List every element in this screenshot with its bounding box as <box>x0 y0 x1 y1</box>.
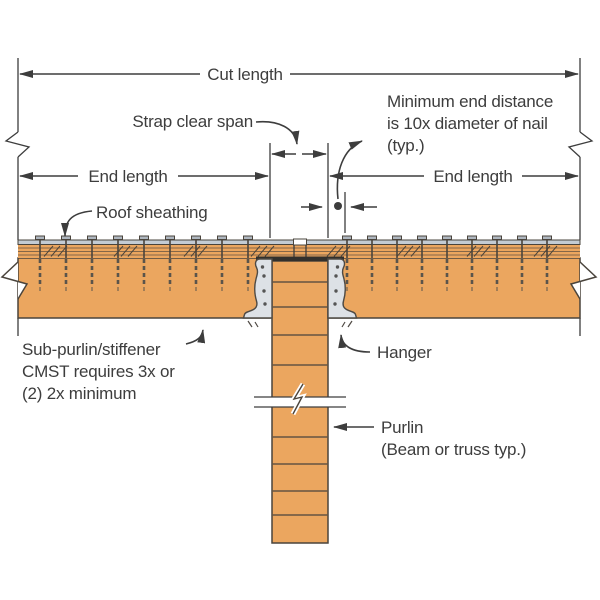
nail-icon <box>113 235 123 291</box>
nails-right <box>342 235 552 291</box>
sub-purlin-right <box>327 257 581 319</box>
callout-sub-purlin: Sub-purlin/stiffener CMST requires 3x or… <box>22 329 206 403</box>
hanger-foot-ticks <box>247 320 353 328</box>
purlin-label-line2: (Beam or truss typ.) <box>381 440 526 459</box>
min-end-distance-label-line2: is 10x diameter of nail <box>387 114 548 133</box>
strap-span-reference-lines <box>269 143 346 238</box>
nail-icon <box>165 235 175 291</box>
member-break-right <box>569 261 598 300</box>
cut-length-label: Cut length <box>207 65 283 84</box>
end-length-left-label: End length <box>88 167 167 186</box>
dimension-cut-length: Cut length <box>19 65 579 84</box>
nail-reference-dot <box>334 202 342 210</box>
purlin-laminations <box>272 281 328 516</box>
min-end-distance-label-line1: Minimum end distance <box>387 92 553 111</box>
callout-roof-sheathing: Roof sheathing <box>61 203 208 237</box>
strap-clear-span-leader <box>255 120 300 145</box>
nail-icon <box>492 235 502 291</box>
roof-sheathing-layers <box>17 238 581 258</box>
nail-icon <box>392 235 402 291</box>
nail-icon <box>35 235 45 291</box>
sheathing-joint <box>293 238 307 258</box>
sub-purlin-label-line3: (2) 2x minimum <box>22 384 136 403</box>
nail-icon <box>542 235 552 291</box>
sub-purlin-label-line2: CMST requires 3x or <box>22 362 175 381</box>
hanger-nail-dots <box>260 265 340 306</box>
min-end-distance-leader <box>336 140 363 200</box>
callout-purlin: Purlin (Beam or truss typ.) <box>333 418 526 459</box>
dimension-end-length-right: End length <box>329 167 579 186</box>
extension-line-left <box>4 58 31 336</box>
extension-line-right <box>567 58 594 336</box>
min-end-distance-label-line3: (typ.) <box>387 136 425 155</box>
nail-icon <box>191 235 201 291</box>
end-length-right-label: End length <box>433 167 512 186</box>
sub-purlin-label-line1: Sub-purlin/stiffener <box>22 340 161 359</box>
roof-sheathing-label: Roof sheathing <box>96 203 208 222</box>
nail-icon <box>243 235 253 291</box>
strap-clear-span-label: Strap clear span <box>132 112 253 131</box>
nail-icon <box>367 235 377 291</box>
nail-icon <box>139 235 149 291</box>
nail-icon <box>87 235 97 291</box>
dimension-end-length-left: End length <box>19 167 269 186</box>
nail-icon <box>517 235 527 291</box>
sub-purlin-leader <box>185 329 206 345</box>
nails-left <box>35 235 253 291</box>
nail-icon <box>467 235 477 291</box>
cmst-strap <box>256 256 344 261</box>
nail-icon <box>342 235 352 291</box>
nail-icon <box>442 235 452 291</box>
nail-icon <box>217 235 227 291</box>
hanger-label: Hanger <box>377 343 432 362</box>
purlin-break <box>254 382 346 416</box>
roof-sheathing-leader <box>61 210 93 237</box>
member-break-left <box>0 261 29 300</box>
dimension-min-end-distance: Minimum end distance is 10x diameter of … <box>301 92 553 211</box>
hanger-leader <box>338 334 371 353</box>
purlin-label-line1: Purlin <box>381 418 423 437</box>
hanger-bracket <box>242 258 358 328</box>
dimension-strap-clear-span: Strap clear span <box>132 112 327 158</box>
callout-hanger: Hanger <box>338 334 432 362</box>
nail-icon <box>417 235 427 291</box>
